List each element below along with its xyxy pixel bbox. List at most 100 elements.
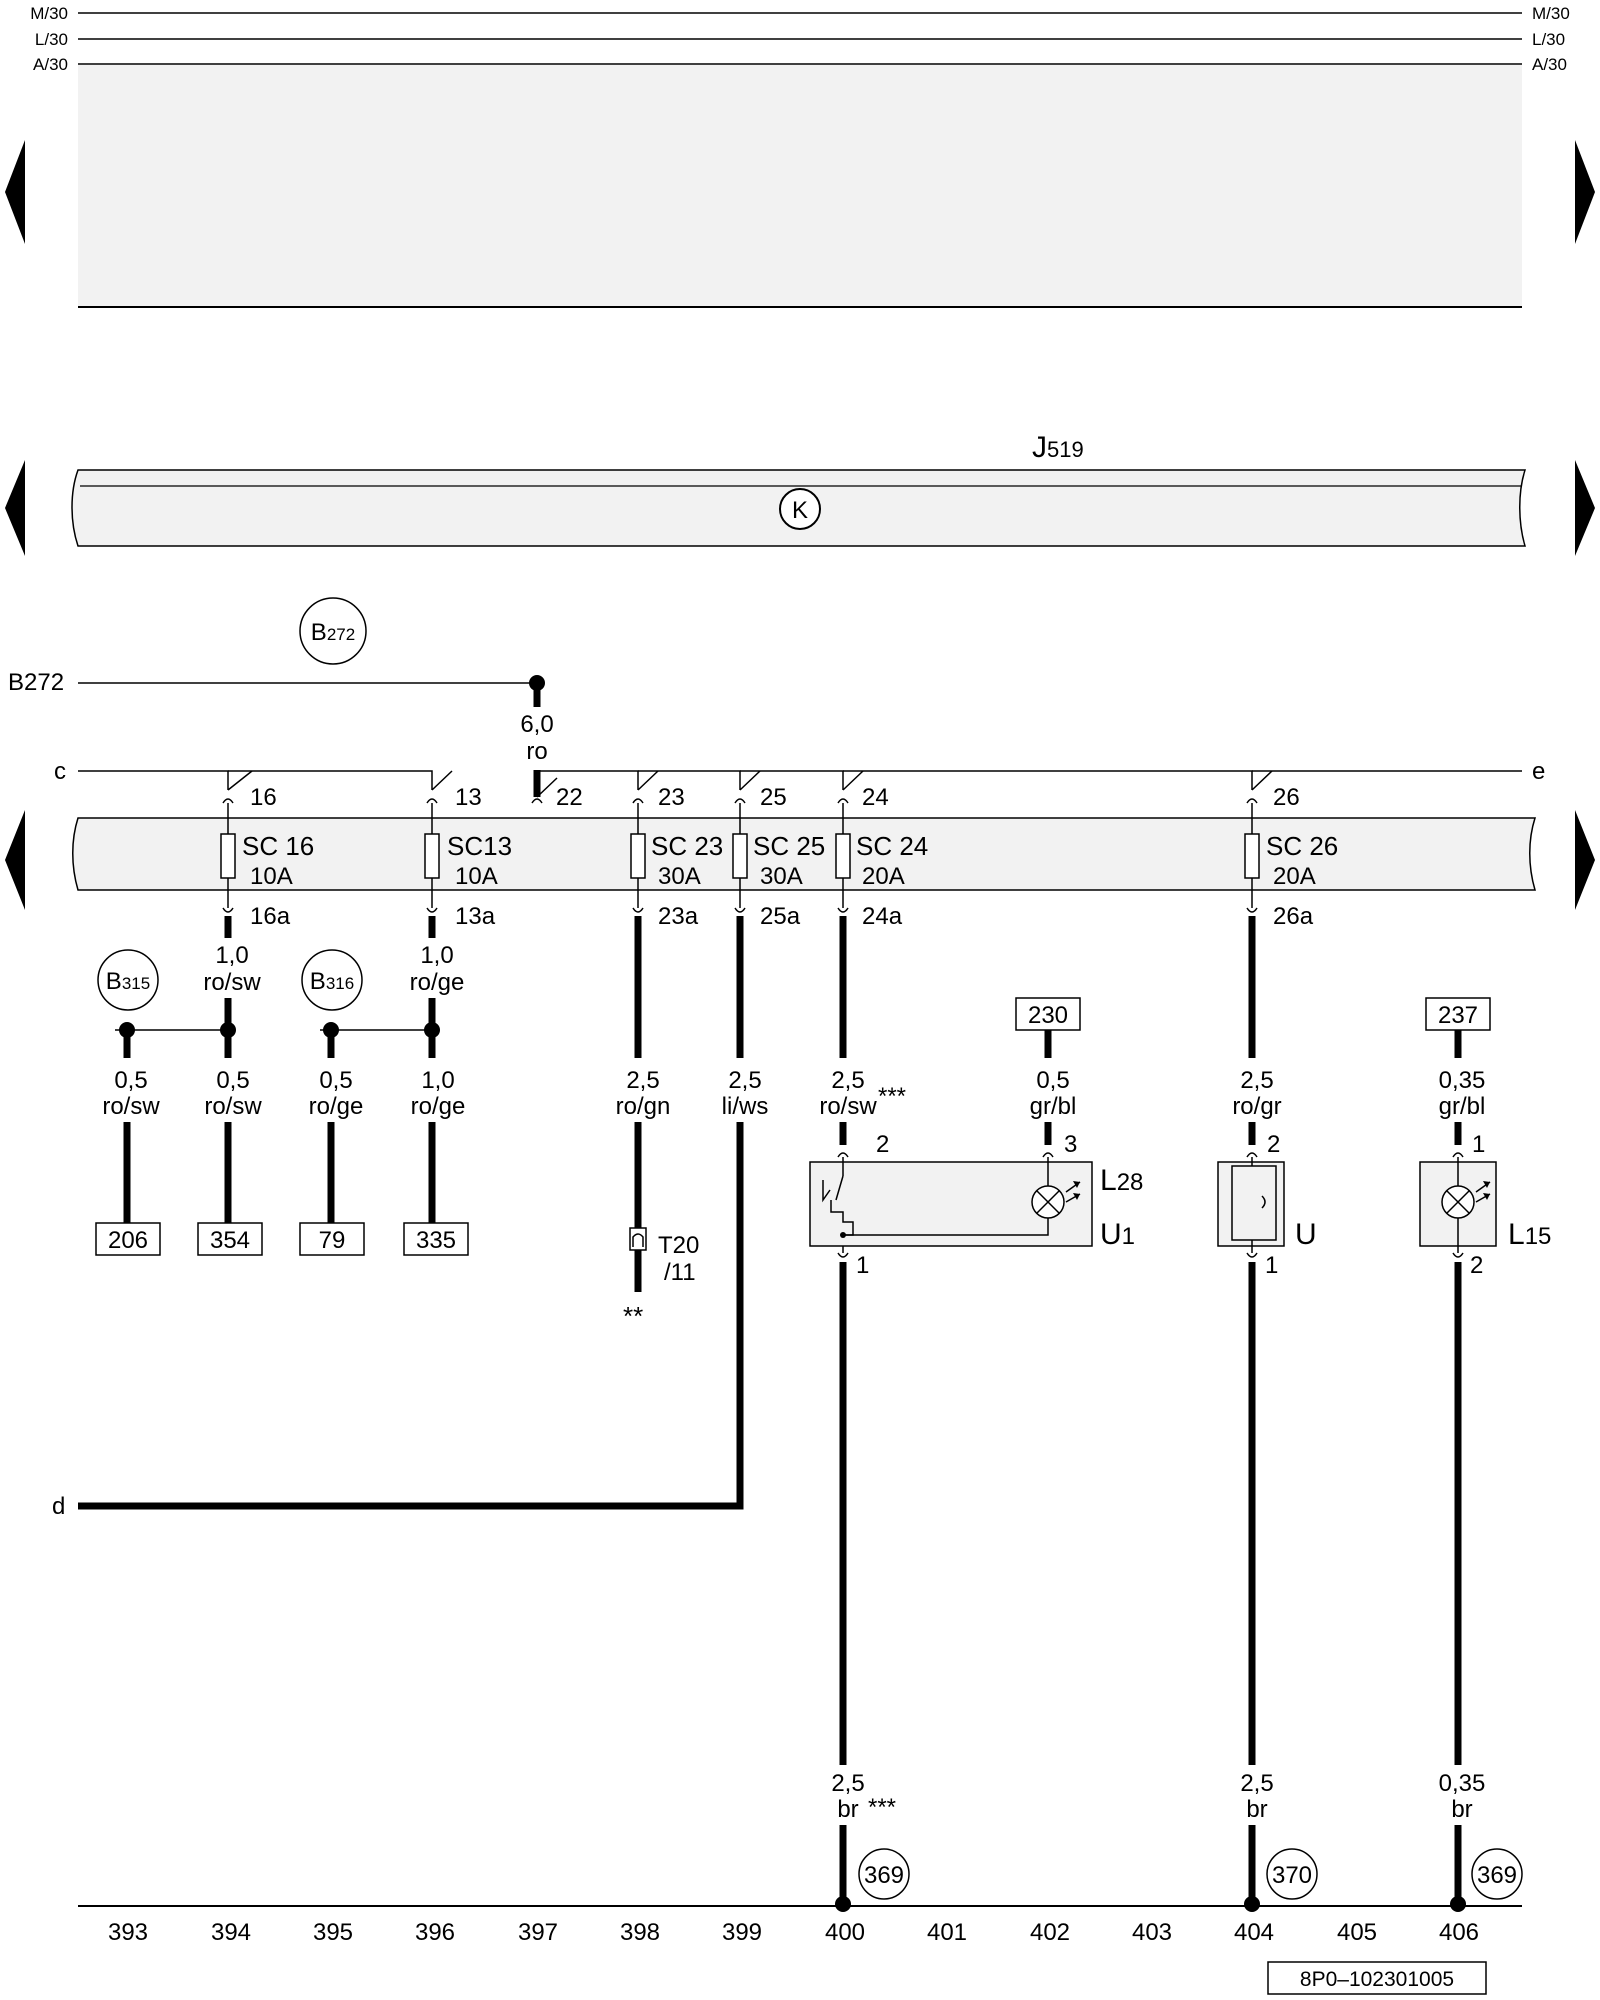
track-number: 406: [1439, 1919, 1479, 1946]
connector-pin-icon: [1246, 1252, 1258, 1258]
fuse-sc25: 25 SC 25 30A 25a: [732, 784, 825, 930]
connector-pin-icon: [1042, 1152, 1054, 1158]
track-number: 402: [1030, 1919, 1070, 1946]
b272-connection-circle: [299, 597, 367, 665]
ground-ref-label: 370: [1272, 1862, 1312, 1889]
b272-feed: B272 B272 6,0 ro 22: [8, 597, 583, 811]
connector-pin-icon: [426, 798, 438, 804]
module-j519: J519 K: [71, 431, 1527, 547]
fuse-name: SC 24: [856, 831, 928, 861]
wire-sc24: 2,5 ro/sw *** 2: [819, 916, 906, 1158]
pin-label: 2: [1267, 1131, 1280, 1158]
fuse-rating: 30A: [658, 863, 701, 890]
fuse-name: SC 23: [651, 831, 723, 861]
page-arrows: [5, 140, 1595, 910]
component-u1: L28 U1 1: [809, 1157, 1143, 1279]
top-panel: [78, 65, 1522, 307]
connector-pin-icon: [222, 798, 234, 804]
ground-ref-label: 369: [864, 1862, 904, 1889]
fuse-pin-in: 24: [862, 784, 889, 811]
wire-size: 2,5: [1240, 1067, 1273, 1094]
module-label: J519: [1032, 431, 1084, 464]
wire-size: 0,35: [1439, 1067, 1486, 1094]
wire-size: 2,5: [1240, 1770, 1273, 1797]
wire-sc25: 2,5 li/ws d: [52, 916, 768, 1520]
wire-color: ro/sw: [102, 1093, 160, 1120]
pin-label: 3: [1064, 1131, 1077, 1158]
wire-size: 0,35: [1439, 1770, 1486, 1797]
connector-pin-icon: [1246, 907, 1258, 913]
connector-pin-icon: [734, 798, 746, 804]
fuse-icon: [1244, 833, 1260, 879]
rail-label-l-right: L/30: [1532, 30, 1565, 49]
wire-l15-ground: 0,35 br: [1439, 1262, 1486, 1912]
wire-color: br: [837, 1796, 858, 1823]
wire-l15: 237 0,35 gr/bl 1: [1425, 997, 1491, 1158]
wire-color: ro/ge: [411, 1093, 466, 1120]
fuse-sc16: 16 SC 16 10A 16a: [220, 784, 314, 930]
ground-dot: [1450, 1896, 1466, 1912]
splice-label: B316: [310, 968, 354, 995]
wire-color: ro/gn: [616, 1093, 671, 1120]
connector-pin-icon: [837, 1152, 849, 1158]
wire-color: gr/bl: [1439, 1093, 1486, 1120]
wire-l28: 230 0,5 gr/bl 3: [1015, 997, 1081, 1158]
pin-label: 1: [1265, 1252, 1278, 1279]
ground-refs: 369 370 369: [858, 1848, 1523, 1900]
page-right-arrow-icon: [1575, 810, 1595, 910]
splice-b315: B315: [97, 949, 159, 1011]
wire-size: 2,5: [626, 1067, 659, 1094]
ground-ref-circle: [858, 1848, 910, 1900]
fuse-rating: 20A: [1273, 863, 1316, 890]
wire-color: ro/ge: [410, 969, 465, 996]
dashboard-symbol-label: K: [792, 497, 808, 524]
fuse-pin-in: 25: [760, 784, 787, 811]
fuse-pin-in: 23: [658, 784, 685, 811]
fuse-icon: [732, 833, 748, 879]
pin-label: 22: [556, 784, 583, 811]
ref-number: 230: [1028, 1002, 1068, 1029]
page-right-arrow-icon: [1575, 460, 1595, 556]
pin-label: 1: [1472, 1131, 1485, 1158]
component-u: U 1: [1217, 1157, 1317, 1279]
wire-size: 0,5: [1036, 1067, 1069, 1094]
dashboard-symbol-icon: [779, 488, 821, 530]
wire-size: 0,5: [319, 1067, 352, 1094]
fuse-name: SC 26: [1266, 831, 1338, 861]
pin-label: 1: [856, 1252, 869, 1279]
page-left-arrow-icon: [5, 140, 25, 244]
component-label-u: U: [1295, 1218, 1317, 1251]
page-right-arrow-icon: [1575, 140, 1595, 244]
connector-pin: /11: [664, 1259, 696, 1286]
wire-size: 0,5: [216, 1067, 249, 1094]
fuse-pin-out: 26a: [1273, 903, 1314, 930]
wire-size: 1,0: [420, 942, 453, 969]
ref-box: [1015, 997, 1081, 1031]
fuse-icon: [835, 833, 851, 879]
pin-label: 2: [1470, 1252, 1483, 1279]
track-number: 396: [415, 1919, 455, 1946]
track-number: 400: [825, 1919, 865, 1946]
track-number: 403: [1132, 1919, 1172, 1946]
doc-id: 8P0–102301005: [1300, 1968, 1454, 1991]
footnote-marker: ***: [868, 1794, 896, 1821]
track-number: 399: [722, 1919, 762, 1946]
track-number: 394: [211, 1919, 251, 1946]
edge-label-d: d: [52, 1493, 65, 1520]
connector-pin-icon: [426, 907, 438, 913]
rail-label-l-left: L/30: [35, 30, 68, 49]
track-number: 404: [1234, 1919, 1274, 1946]
fuse-rating: 30A: [760, 863, 803, 890]
splice-b316: B316: [301, 949, 363, 1011]
wire-color: ro: [526, 738, 547, 765]
fuse-pin-out: 24a: [862, 903, 903, 930]
fuse-name: SC 25: [753, 831, 825, 861]
connector-pin-icon: [1452, 1152, 1464, 1158]
rail-label-a-left: A/30: [33, 55, 68, 74]
connector-pin-icon: [837, 907, 849, 913]
ref-number: 237: [1438, 1002, 1478, 1029]
track-number: 393: [108, 1919, 148, 1946]
fuse-pin-out: 13a: [455, 903, 496, 930]
lamp-icon: [1031, 1181, 1081, 1219]
ref-number: 206: [108, 1227, 148, 1254]
